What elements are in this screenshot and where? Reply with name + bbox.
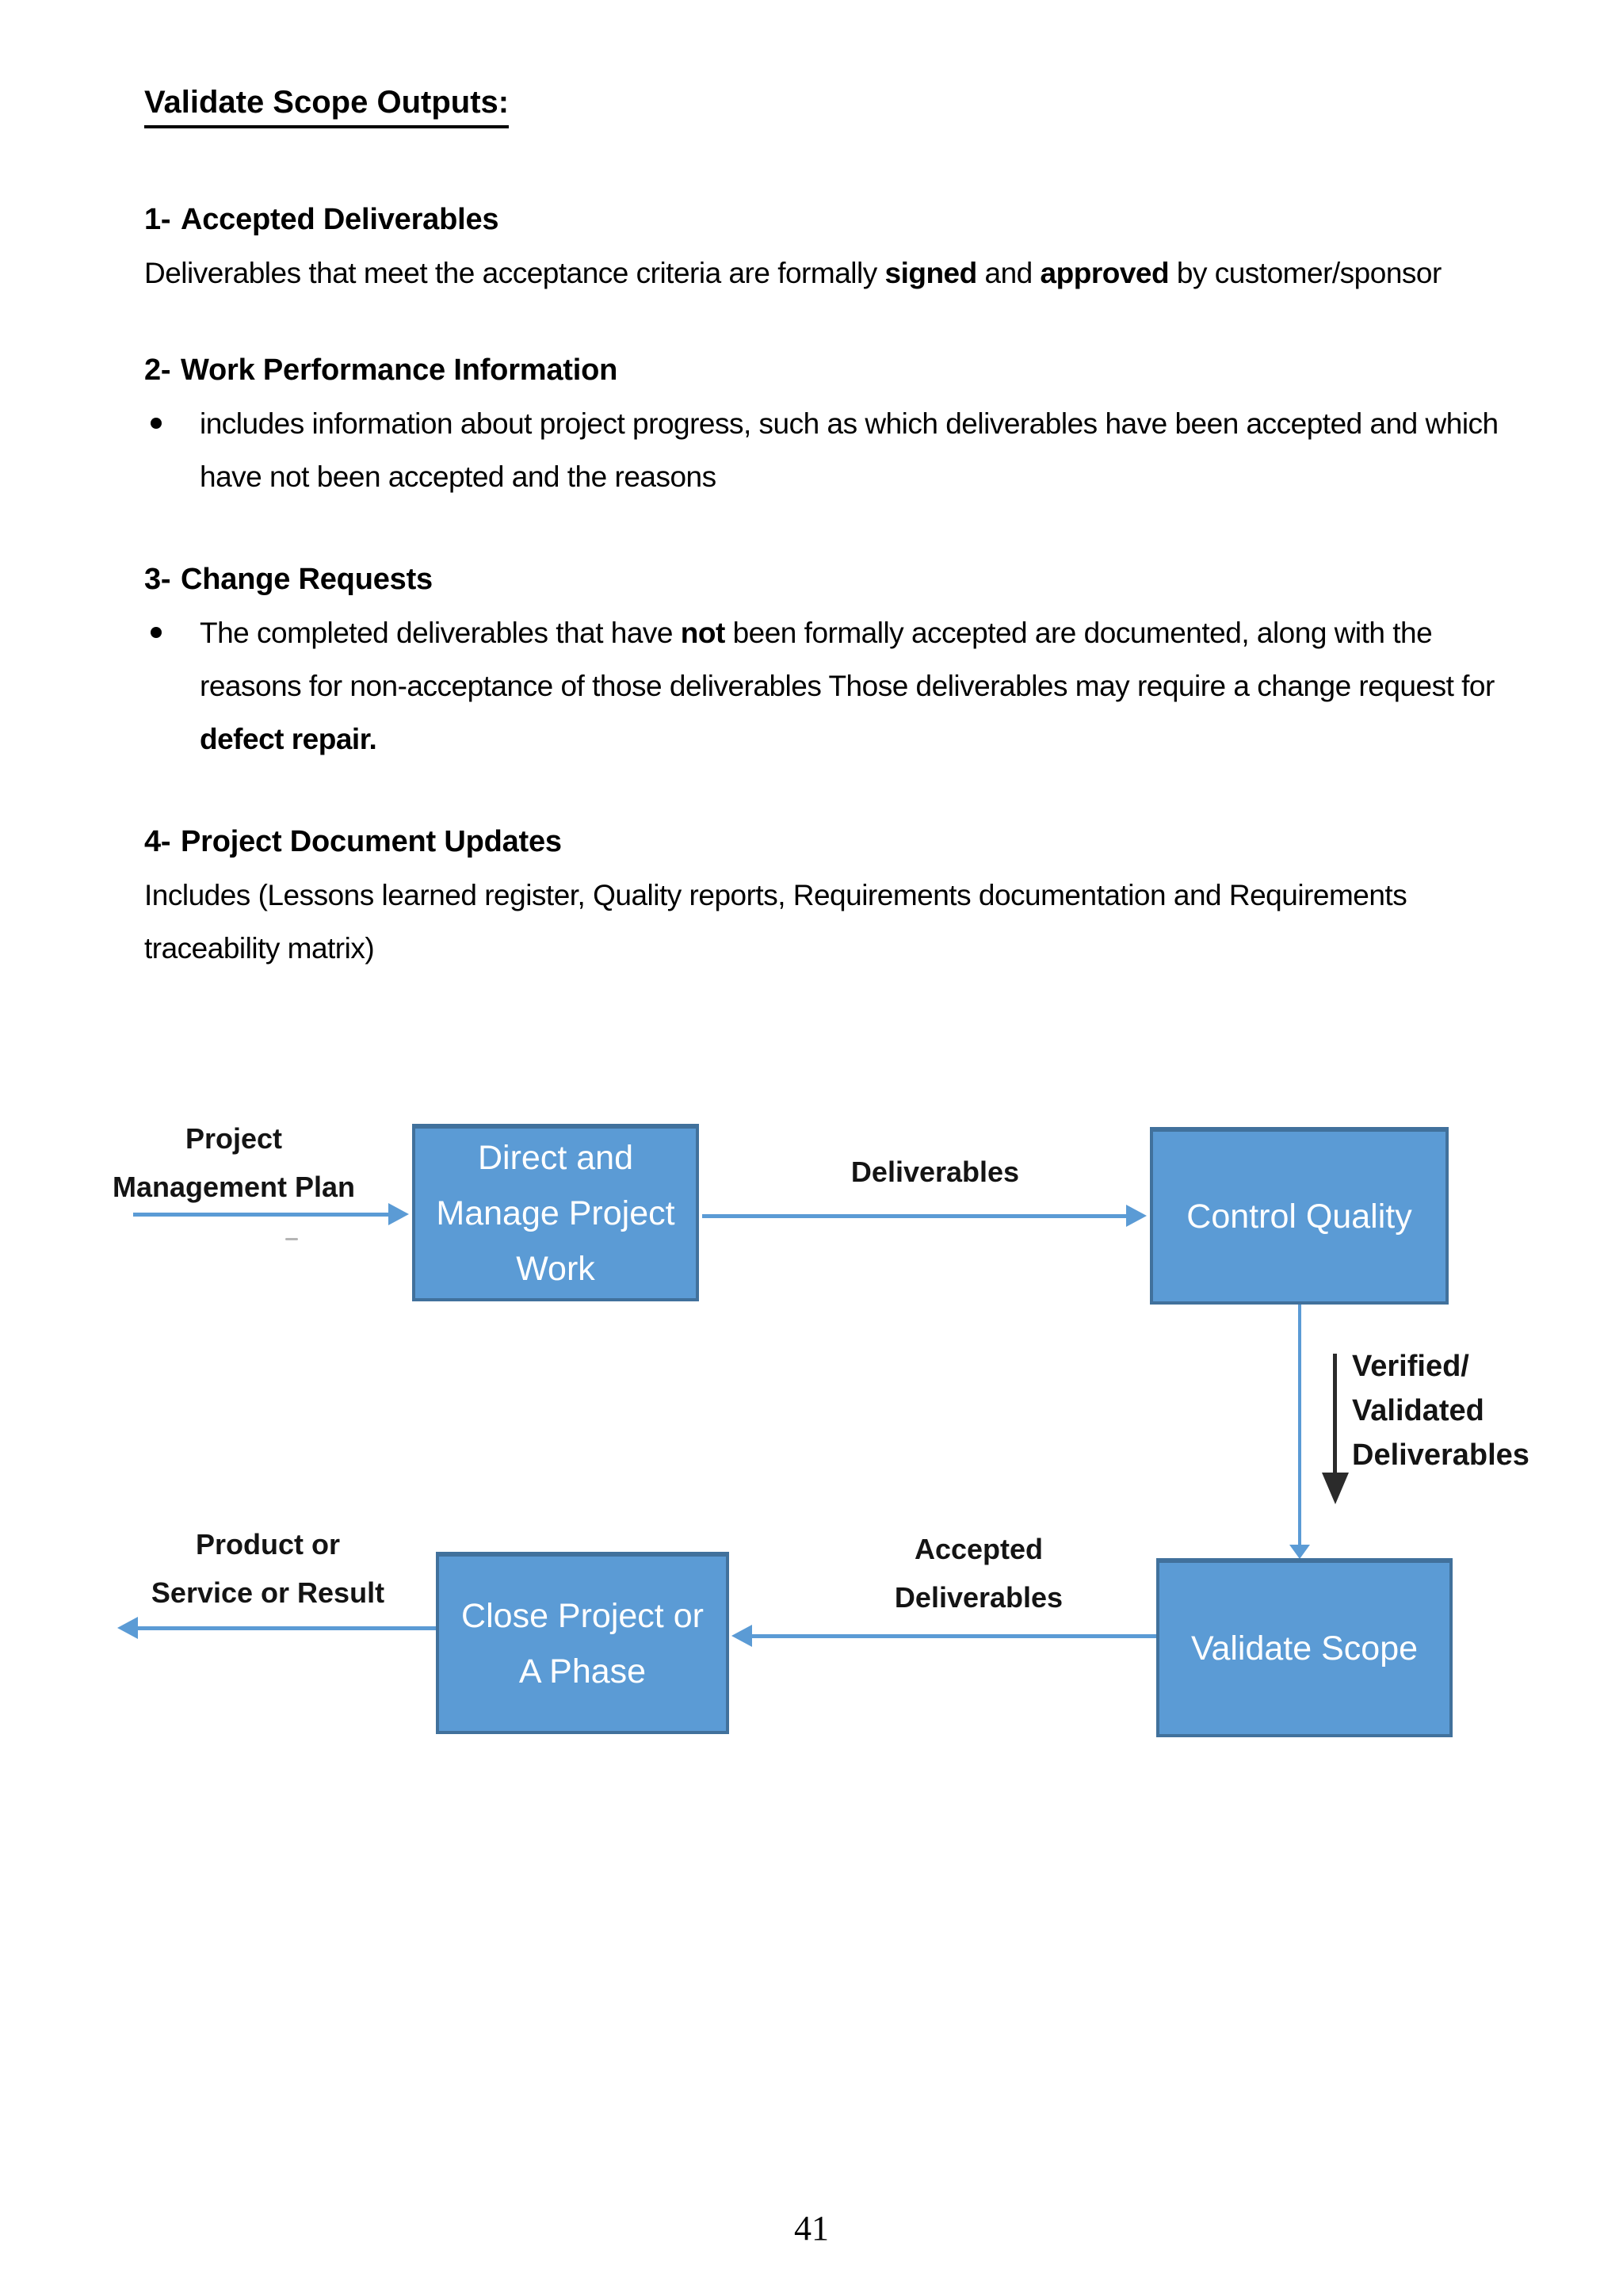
process-flow-diagram: Project Management Plan Direct and Manag… (0, 1110, 1623, 1823)
page-number: 41 (794, 2209, 829, 2248)
box-label: Direct and Manage Project Work (436, 1139, 675, 1288)
section-number: 4- (144, 825, 171, 858)
bullet-dot (151, 627, 162, 638)
label-project-management-plan: Project Management Plan (112, 1122, 356, 1203)
arrow-down-icon (1289, 1545, 1310, 1559)
section-number: 1- (144, 203, 171, 236)
section-heading-text: Project Document Updates (181, 825, 562, 858)
section-heading-text: Accepted Deliverables (181, 203, 499, 236)
bullet-text: The completed deliverables that have not… (200, 617, 1495, 755)
bullet-text: includes information about project progr… (200, 407, 1499, 493)
section-change-requests: 3- Change Requests The completed delivera… (144, 553, 1523, 766)
section-work-performance-information: 2- Work Performance Information includes … (144, 344, 1523, 503)
box-close-project-or-a-phase: Close Project or A Phase (436, 1552, 729, 1734)
box-validate-scope: Validate Scope (1156, 1558, 1453, 1737)
arrow-line (752, 1634, 1156, 1638)
label-product-or-service-or-result: Product or Service or Result (151, 1528, 385, 1609)
arrow-direct-manage-to-control-quality (702, 1205, 1147, 1227)
section-heading: 2- Work Performance Information (144, 344, 1523, 397)
arrow-down-icon (1322, 1473, 1349, 1504)
arrow-right-icon (388, 1203, 409, 1225)
page-title: Validate Scope Outputs: (144, 82, 510, 128)
label-verified-validated-deliverables: Verified/ Validated Deliverables (1352, 1350, 1529, 1472)
arrow-line (138, 1626, 436, 1630)
box-control-quality: Control Quality (1150, 1127, 1449, 1305)
connector-control-quality-to-validate-scope (1298, 1305, 1301, 1545)
bullet-item: includes information about project progr… (144, 397, 1523, 503)
section-heading-text: Change Requests (181, 563, 433, 596)
arrow-pmp-to-direct-manage (133, 1203, 409, 1225)
arrow-left-icon (731, 1625, 752, 1647)
section-project-document-updates: 4- Project Document Updates Includes (Les… (144, 816, 1523, 975)
box-direct-and-manage-project-work: Direct and Manage Project Work (412, 1124, 699, 1301)
section-heading: 1- Accepted Deliverables (144, 193, 1523, 246)
label-deliverables: Deliverables (850, 1156, 1020, 1188)
box-label: Control Quality (1186, 1198, 1412, 1236)
section-heading: 4- Project Document Updates (144, 816, 1523, 869)
section-accepted-deliverables: 1- Accepted Deliverables Deliverables tha… (144, 193, 1523, 300)
box-label: Validate Scope (1190, 1629, 1419, 1668)
section-number: 2- (144, 353, 171, 387)
section-heading-text: Work Performance Information (181, 353, 618, 387)
bullet-item: The completed deliverables that have not… (144, 606, 1523, 766)
verified-deliverables-arrow (1333, 1354, 1337, 1474)
box-label: Close Project or A Phase (461, 1597, 704, 1690)
arrow-close-project-to-product (117, 1617, 436, 1639)
section-paragraph: Deliverables that meet the acceptance cr… (144, 257, 1442, 289)
stray-mark (285, 1238, 298, 1240)
arrow-right-icon (1126, 1205, 1147, 1227)
label-accepted-deliverables: Accepted Deliverables (894, 1533, 1064, 1614)
bullet-dot (151, 418, 162, 429)
section-number: 3- (144, 563, 171, 596)
arrow-line (133, 1213, 388, 1217)
arrow-validate-scope-to-close-project (731, 1625, 1156, 1647)
section-heading: 3- Change Requests (144, 553, 1523, 606)
arrow-line (702, 1214, 1126, 1218)
section-paragraph: Includes (Lessons learned register, Qual… (144, 879, 1407, 965)
arrow-left-icon (117, 1617, 138, 1639)
page-title-text: Validate Scope Outputs: (144, 82, 510, 128)
